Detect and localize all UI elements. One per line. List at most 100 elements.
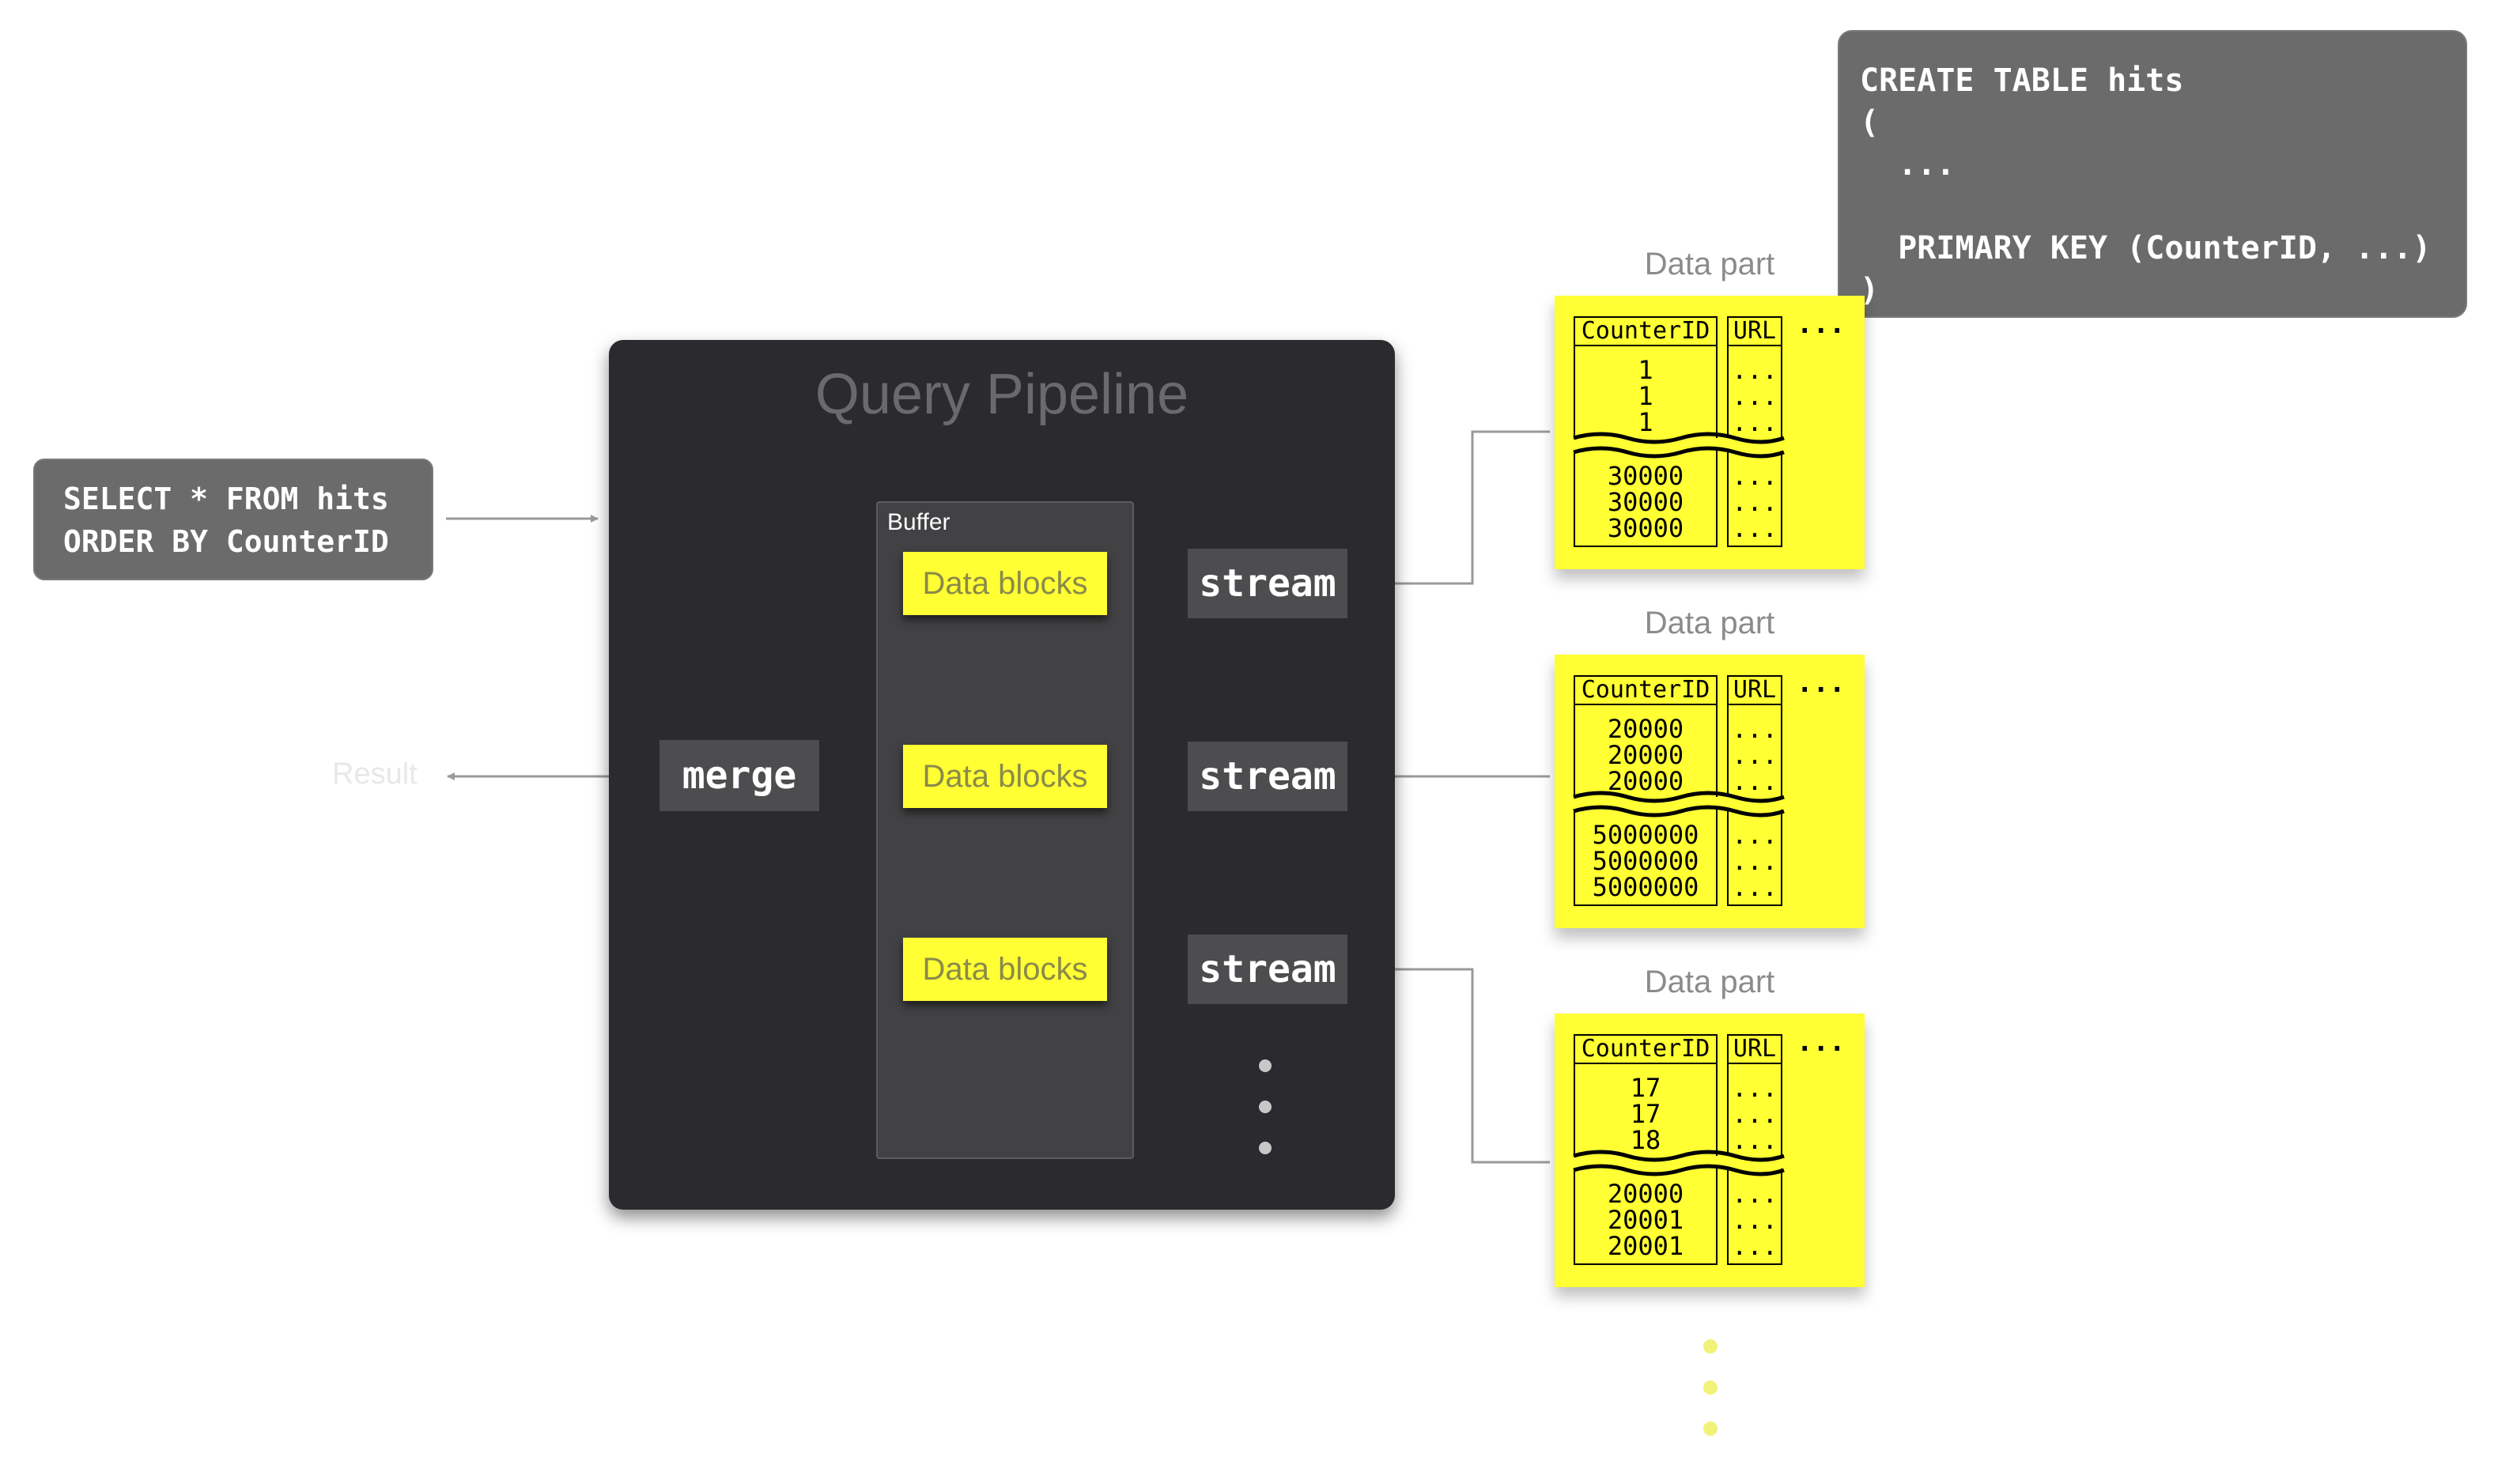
more-columns-ellipsis: ... <box>1797 667 1846 699</box>
more-streams-dot <box>1259 1059 1272 1072</box>
value: 30000 <box>1607 487 1684 517</box>
counterid-granule-bottom <box>1574 451 1718 547</box>
value: ... <box>1732 1125 1778 1155</box>
part1-wire <box>1336 430 1550 585</box>
more-parts-dot <box>1703 1380 1718 1395</box>
data-part-label: Data part <box>1644 965 1775 999</box>
url-granule-top <box>1727 345 1782 438</box>
value: ... <box>1732 487 1778 517</box>
merge-node: merge <box>659 740 819 811</box>
url-top-values: ......... <box>1727 357 1782 436</box>
value: ... <box>1732 513 1778 543</box>
create-line-5: PRIMARY KEY (CounterID, ...) <box>1860 230 2432 266</box>
stream-node-2: stream <box>1188 742 1347 811</box>
url-granule-bottom <box>1727 1169 1782 1265</box>
create-line-6: ) <box>1860 272 1880 308</box>
value: 1 <box>1638 407 1653 437</box>
column-header-url: URL <box>1727 1034 1782 1064</box>
create-line-4: ​ <box>1860 186 2466 228</box>
column-header-counterid: CounterID <box>1574 316 1718 346</box>
sql-line-2: ORDER BY CounterID <box>63 524 389 559</box>
column-header-counterid: CounterID <box>1574 1034 1718 1064</box>
more-streams-dot <box>1259 1101 1272 1113</box>
data-part-label: Data part <box>1644 606 1775 640</box>
more-columns-ellipsis: ... <box>1797 308 1846 340</box>
data-part-label: Data part <box>1644 247 1775 281</box>
value: 17 <box>1630 1099 1661 1129</box>
stream-node-3: stream <box>1188 935 1347 1004</box>
data-block-2: Data blocks <box>903 745 1107 808</box>
value: 20000 <box>1607 766 1684 796</box>
granule-break-icon <box>1573 432 1785 459</box>
counterid-granule-top <box>1574 1063 1718 1156</box>
value: 5000000 <box>1592 846 1699 876</box>
column-header-url: URL <box>1727 675 1782 705</box>
value: 1 <box>1638 381 1653 411</box>
value: 30000 <box>1607 513 1684 543</box>
value: 20001 <box>1607 1231 1684 1261</box>
create-table-box: CREATE TABLE hits( ...​ PRIMARY KEY (Cou… <box>1838 30 2467 318</box>
part3-wire <box>1336 968 1550 1164</box>
value: ... <box>1732 1073 1778 1103</box>
value: ... <box>1732 766 1778 796</box>
value: ... <box>1732 381 1778 411</box>
value: ... <box>1732 1099 1778 1129</box>
counterid-granule-bottom <box>1574 1169 1718 1265</box>
value: ... <box>1732 1205 1778 1235</box>
value: ... <box>1732 1179 1778 1209</box>
granule-break-icon <box>1573 1150 1785 1176</box>
more-parts-dot <box>1703 1422 1718 1436</box>
value: 30000 <box>1607 461 1684 491</box>
value: 20000 <box>1607 740 1684 770</box>
value: 20000 <box>1607 1179 1684 1209</box>
create-line-1: CREATE TABLE hits <box>1860 62 2184 99</box>
value: ... <box>1732 820 1778 850</box>
url-granule-bottom <box>1727 451 1782 547</box>
counterid-granule-bottom <box>1574 810 1718 906</box>
value: ... <box>1732 1231 1778 1261</box>
url-top-values: ......... <box>1727 1075 1782 1154</box>
url-granule-top <box>1727 704 1782 797</box>
url-top-values: ......... <box>1727 716 1782 795</box>
more-parts-dot <box>1703 1339 1718 1354</box>
value: 5000000 <box>1592 872 1699 902</box>
value: ... <box>1732 740 1778 770</box>
url-bottom-values: ......... <box>1727 1181 1782 1259</box>
value: ... <box>1732 714 1778 744</box>
value: ... <box>1732 407 1778 437</box>
buffer-label: Buffer <box>887 509 950 535</box>
value: ... <box>1732 461 1778 491</box>
url-granule-bottom <box>1727 810 1782 906</box>
create-line-3: ... <box>1860 146 1956 183</box>
counterid-granule-top <box>1574 704 1718 797</box>
url-bottom-values: ......... <box>1727 463 1782 542</box>
value: 18 <box>1630 1125 1661 1155</box>
value: ... <box>1732 355 1778 385</box>
value: 20000 <box>1607 714 1684 744</box>
more-streams-dot <box>1259 1142 1272 1154</box>
stream-node-1: stream <box>1188 549 1347 618</box>
column-header-counterid: CounterID <box>1574 675 1718 705</box>
value: 20001 <box>1607 1205 1684 1235</box>
url-granule-top <box>1727 1063 1782 1156</box>
granule-break-icon <box>1573 791 1785 818</box>
result-label: Result <box>332 757 418 791</box>
pipeline-title: Query Pipeline <box>814 363 1189 426</box>
value: 17 <box>1630 1073 1661 1103</box>
sql-line-1: SELECT * FROM hits <box>63 481 389 516</box>
counterid-granule-top <box>1574 345 1718 438</box>
more-columns-ellipsis: ... <box>1797 1026 1846 1058</box>
value: 1 <box>1638 355 1653 385</box>
url-bottom-values: ......... <box>1727 822 1782 901</box>
column-header-url: URL <box>1727 316 1782 346</box>
data-block-3: Data blocks <box>903 938 1107 1001</box>
